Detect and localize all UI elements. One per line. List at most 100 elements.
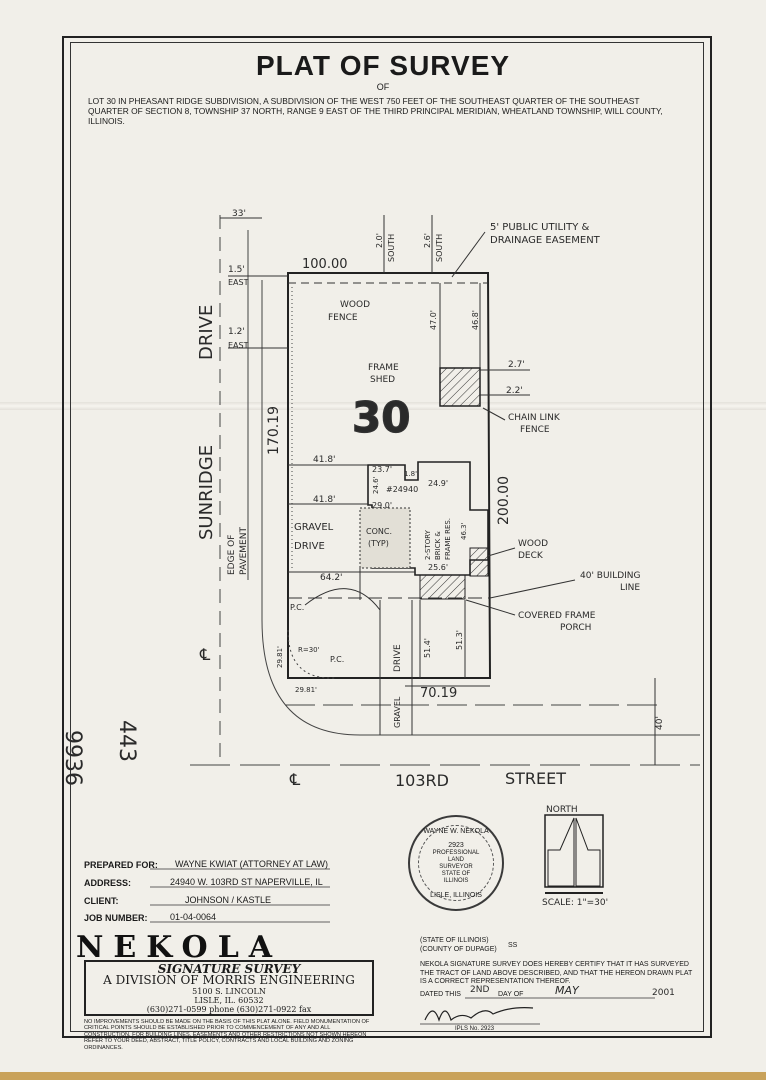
porch-2: PORCH	[560, 623, 591, 633]
company-subtitle: SIGNATURE SURVEY	[157, 962, 301, 976]
cert-state: (STATE OF ILLINOIS)	[420, 937, 489, 944]
cert-ipls: IPLS No. 2923	[455, 1026, 495, 1032]
dim-40: 40'	[655, 716, 665, 730]
street-bottom-2: STREET	[505, 769, 566, 788]
prepared-for-value: WAYNE KWIAT (ATTORNEY AT LAW)	[175, 859, 329, 869]
street-left: SUNRIDGE	[196, 445, 217, 540]
covered-porch	[419, 574, 466, 600]
house-label-3: FRAME RES.	[444, 518, 452, 560]
dim-15: 1.5'	[228, 265, 245, 275]
dim-642: 64.2'	[320, 573, 343, 583]
cert-year: 2001	[652, 988, 675, 998]
surveyor-seal	[408, 815, 504, 911]
wood-fence-1: WOOD	[340, 300, 370, 310]
lot-number: 30	[352, 393, 410, 442]
dim-2981: 29.81'	[276, 646, 284, 668]
frame-shed-1: FRAME	[368, 363, 399, 373]
dim-east-2: EAST	[228, 341, 249, 350]
house-label-1: 2-STORY	[424, 529, 432, 560]
dim-top: 100.00	[302, 257, 348, 272]
outer-border	[62, 36, 712, 1038]
company-logo: NEKOLA	[76, 930, 283, 965]
concrete-area	[359, 507, 411, 569]
pavement-curve	[261, 619, 700, 736]
wood-deck	[469, 547, 489, 577]
dim-bottom: 70.19	[420, 686, 457, 701]
dim-290: 29.0'	[372, 501, 392, 510]
dim-12: 1.2'	[228, 327, 245, 337]
conc-label: CONC.	[366, 527, 392, 536]
house-label-2: BRICK &	[434, 531, 442, 560]
edge-1: EDGE OF	[227, 535, 237, 575]
paper-fold	[0, 402, 766, 410]
pc-arc	[304, 588, 381, 611]
street-left-2: DRIVE	[196, 305, 217, 360]
prepared-for-label: PREPARED FOR:	[84, 860, 158, 870]
handwritten-443: 443	[114, 720, 139, 762]
dim-237: 23.7'	[372, 465, 392, 474]
easement-leader	[451, 231, 486, 278]
disclaimer-note: NO IMPROVEMENTS SHOULD BE MADE ON THE BA…	[84, 1019, 370, 1051]
north-arrow-icon-right	[575, 817, 601, 887]
seal-l3: SURVEYOR	[439, 864, 473, 870]
seal-l5: ILLINOIS	[443, 878, 469, 884]
porch-1: COVERED FRAME	[518, 611, 596, 621]
company-city: LISLE, IL. 60532	[194, 996, 264, 1005]
client-value: JOHNSON / KASTLE	[185, 895, 272, 905]
seal-l1: PROFESSIONAL	[432, 850, 480, 856]
north-label: NORTH	[546, 805, 578, 815]
chain-2: FENCE	[520, 425, 550, 435]
building-line-ext	[489, 579, 576, 599]
title-of: OF	[376, 82, 390, 92]
cert-month: MAY	[555, 984, 579, 997]
legal-description: LOT 30 IN PHEASANT RIDGE SUBDIVISION, A …	[88, 96, 663, 126]
seal-bottom: LISLE, ILLINOIS	[430, 892, 482, 899]
building-line-2: LINE	[620, 583, 640, 593]
deck-leader	[487, 547, 516, 557]
address-label: ADDRESS:	[84, 878, 132, 888]
dim-470: 47.0'	[429, 310, 438, 330]
gravel-drive-2: DRIVE	[294, 541, 325, 552]
drive-v-label: DRIVE	[393, 644, 403, 672]
seal-num: 2923	[448, 842, 464, 849]
cert-text: NEKOLA SIGNATURE SURVEY DOES HEREBY CERT…	[420, 961, 693, 985]
dim-27: 2.7'	[508, 360, 525, 370]
seal-top: WAYNE W. NEKOLA	[423, 828, 489, 835]
typ-label: (TYP)	[368, 539, 389, 548]
edge-2: PAVEMENT	[239, 527, 249, 575]
job-label: JOB NUMBER:	[84, 913, 148, 923]
north-arrow-icon	[547, 817, 575, 887]
gravel-drive-1: GRAVEL	[294, 522, 334, 533]
dim-house-num: #24940	[386, 485, 418, 494]
cert-day: 2ND	[470, 985, 490, 995]
north-arrow-box	[544, 814, 604, 888]
dim-right: 200.00	[496, 476, 512, 525]
address-value: 24940 W. 103RD ST NAPERVILLE, IL	[170, 877, 323, 887]
cert-county: (COUNTY OF DUPAGE)	[420, 946, 497, 953]
cert-ss: SS	[508, 942, 518, 949]
document-title: PLAT OF SURVEY	[255, 50, 511, 81]
dim-468: 46.8'	[471, 310, 480, 330]
chain-leader	[482, 407, 506, 421]
surveyor-seal-inner	[418, 825, 494, 901]
dim-513: 51.3'	[455, 630, 464, 650]
seal-l2: LAND	[447, 857, 464, 863]
dim-33: 33'	[232, 209, 246, 219]
cert-dated: DATED THIS	[420, 991, 461, 998]
handwritten-9936: 9936	[60, 730, 85, 786]
job-value: 01-04-0064	[170, 912, 217, 922]
porch-leader	[465, 599, 516, 616]
street-bottom: 103RD	[395, 771, 449, 790]
wood-fence-2: FENCE	[328, 313, 358, 323]
inner-border	[70, 42, 704, 1032]
deck-label-1: WOOD	[518, 539, 548, 549]
scale-label: SCALE: 1"=30'	[542, 898, 608, 908]
corner-curve	[287, 629, 336, 679]
frame-shed	[439, 367, 481, 407]
chain-1: CHAIN LINK	[508, 413, 561, 423]
dim-256: 25.6'	[428, 563, 448, 572]
deck-label-2: DECK	[518, 551, 544, 561]
dim-514: 51.4'	[423, 638, 432, 658]
signature-mark	[424, 1007, 534, 1022]
